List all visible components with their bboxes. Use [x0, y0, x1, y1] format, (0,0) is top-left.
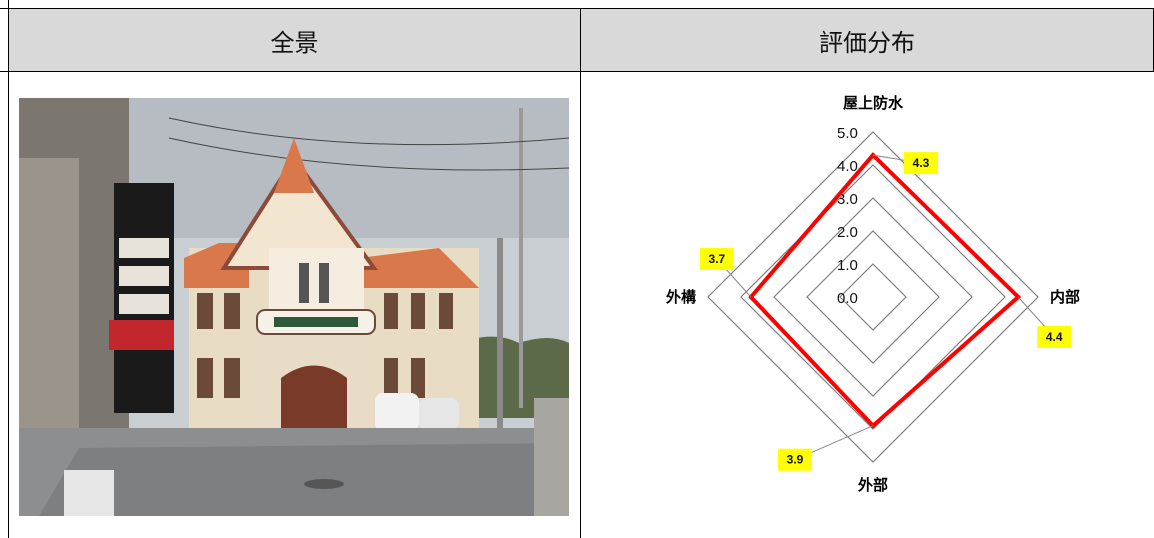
radar-data-label: 4.4	[1046, 330, 1063, 344]
radar-axis-label: 外部	[857, 476, 888, 494]
radar-axis-label: 内部	[1050, 288, 1080, 306]
radar-data-label-bg	[778, 448, 812, 471]
radar-grid-ring	[740, 164, 1006, 430]
radar-axis-label: 屋上防水	[843, 94, 904, 112]
table-top-border	[0, 8, 1154, 9]
table-left-border	[8, 0, 9, 538]
column-divider	[580, 8, 581, 538]
radar-data-label: 3.7	[709, 252, 726, 266]
radar-data-label-bg	[1037, 326, 1072, 348]
radar-axis-label: 外構	[665, 288, 696, 306]
radar-grid-ring	[707, 131, 1039, 463]
header-overview: 全景	[9, 9, 580, 71]
radar-grid-ring	[806, 230, 940, 364]
radar-tick-label: 5.0	[837, 125, 858, 142]
radar-data-label-bg	[904, 152, 938, 175]
header-bottom-border	[0, 71, 1154, 72]
radar-grid-ring	[839, 263, 907, 331]
radar-tick-label: 3.0	[837, 191, 858, 208]
building-photo-illustration	[19, 98, 569, 516]
radar-tick-label: 2.0	[837, 224, 858, 241]
radar-tick-label: 4.0	[837, 158, 858, 175]
building-photo	[19, 98, 569, 516]
radar-data-label: 4.3	[913, 156, 930, 170]
radar-tick-label: 1.0	[837, 257, 858, 274]
radar-data-label: 3.9	[787, 453, 804, 467]
header-evaluation: 評価分布	[581, 9, 1153, 71]
radar-data-label-bg	[699, 248, 734, 270]
radar-tick-label: 0.0	[837, 290, 858, 307]
radar-grid-ring	[773, 197, 973, 397]
radar-chart: 0.0 1.0 2.0 3.0 4.0 5.0 屋上防水内部外部 外構 4.3 4.4 3.9 3.7	[590, 78, 1150, 528]
